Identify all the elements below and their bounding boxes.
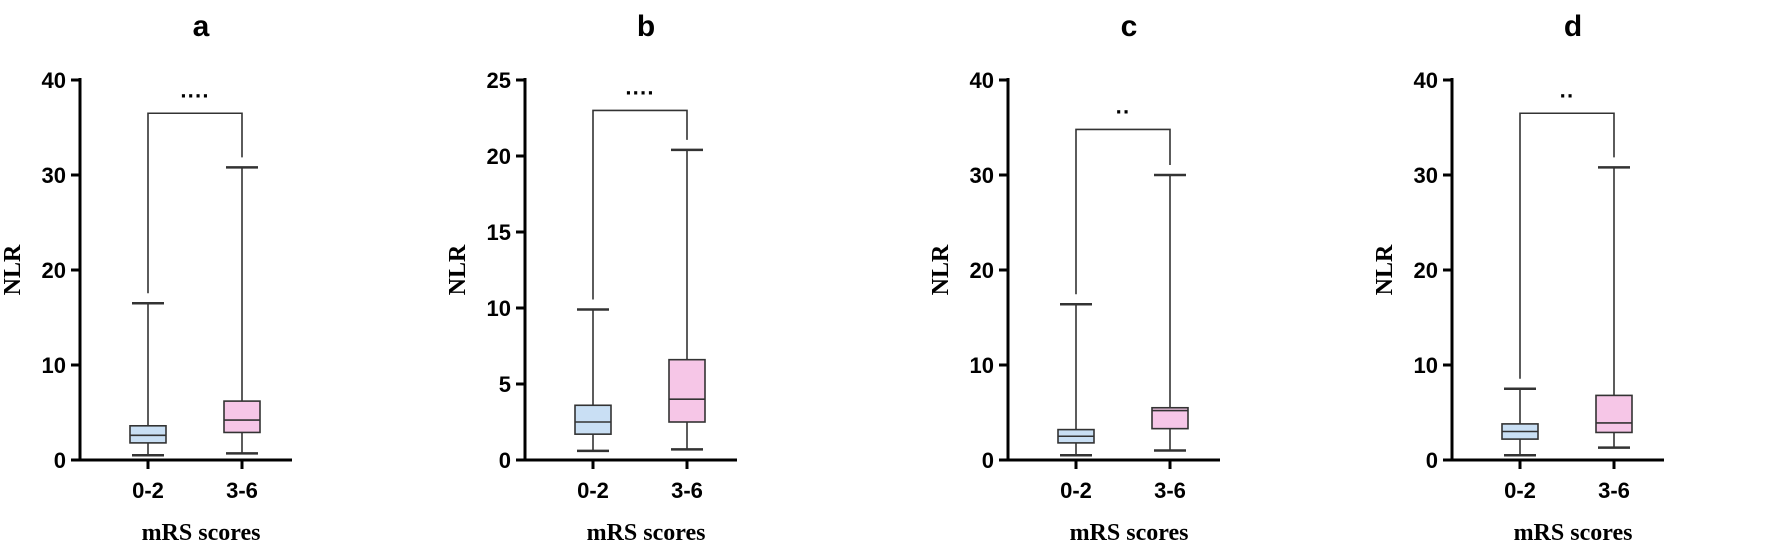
y-tick-label: 10 — [42, 353, 66, 378]
x-tick-label: 0-2 — [132, 478, 164, 503]
significance-label: ···· — [625, 80, 654, 105]
y-axis-label: NLR — [0, 244, 26, 295]
panel-title: c — [1121, 10, 1138, 43]
iqr-box — [1151, 406, 1189, 430]
significance-bracket — [1075, 128, 1171, 295]
box-0-2 — [574, 308, 612, 453]
significance-bracket — [147, 112, 243, 294]
y-tick-label: 30 — [1414, 163, 1438, 188]
significance-label: ·· — [1116, 99, 1131, 124]
y-tick-label: 20 — [487, 144, 511, 169]
y-axis-label: NLR — [928, 244, 954, 295]
y-tick-label: 0 — [499, 448, 511, 473]
x-axis-label: mRS scores — [1070, 520, 1189, 546]
box-0-2 — [129, 302, 167, 457]
y-tick-label: 40 — [1414, 68, 1438, 93]
x-axis-label: mRS scores — [1514, 520, 1633, 546]
y-tick-label: 10 — [970, 353, 994, 378]
x-tick-label: 3-6 — [226, 478, 258, 503]
panel-title: a — [193, 10, 210, 43]
panel-title: b — [637, 10, 655, 43]
x-axis-label: mRS scores — [587, 520, 706, 546]
iqr-box — [668, 358, 706, 423]
panel-title: d — [1564, 10, 1582, 43]
y-tick-label: 20 — [42, 258, 66, 283]
significance-bracket — [1519, 112, 1615, 379]
y-tick-label: 40 — [42, 68, 66, 93]
y-tick-label: 15 — [487, 220, 511, 245]
box-3-6 — [1595, 166, 1633, 449]
iqr-box — [129, 424, 167, 444]
box-0-2 — [1501, 387, 1539, 457]
y-tick-label: 0 — [1426, 448, 1438, 473]
box-3-6 — [223, 166, 261, 455]
y-tick-label: 0 — [982, 448, 994, 473]
x-tick-label: 3-6 — [671, 478, 703, 503]
x-tick-label: 0-2 — [577, 478, 609, 503]
y-axis-label: NLR — [1372, 244, 1398, 295]
box-0-2 — [1057, 302, 1095, 457]
significance-label: ·· — [1560, 83, 1575, 108]
y-tick-label: 30 — [970, 163, 994, 188]
x-tick-label: 0-2 — [1504, 478, 1536, 503]
y-tick-label: 5 — [499, 372, 511, 397]
y-tick-label: 40 — [970, 68, 994, 93]
box-3-6 — [1151, 173, 1189, 452]
y-tick-label: 20 — [970, 258, 994, 283]
y-tick-label: 30 — [42, 163, 66, 188]
box-3-6 — [668, 148, 706, 451]
y-axis-label: NLR — [445, 244, 471, 295]
y-tick-label: 25 — [487, 68, 511, 93]
y-tick-label: 20 — [1414, 258, 1438, 283]
x-tick-label: 3-6 — [1154, 478, 1186, 503]
x-tick-label: 3-6 — [1598, 478, 1630, 503]
x-tick-label: 0-2 — [1060, 478, 1092, 503]
y-tick-label: 0 — [54, 448, 66, 473]
y-tick-label: 10 — [487, 296, 511, 321]
iqr-box — [574, 404, 612, 435]
iqr-box — [223, 400, 261, 434]
significance-label: ···· — [180, 83, 209, 108]
iqr-box — [1595, 394, 1633, 434]
x-axis-label: mRS scores — [142, 520, 261, 546]
y-tick-label: 10 — [1414, 353, 1438, 378]
significance-bracket — [592, 109, 688, 300]
